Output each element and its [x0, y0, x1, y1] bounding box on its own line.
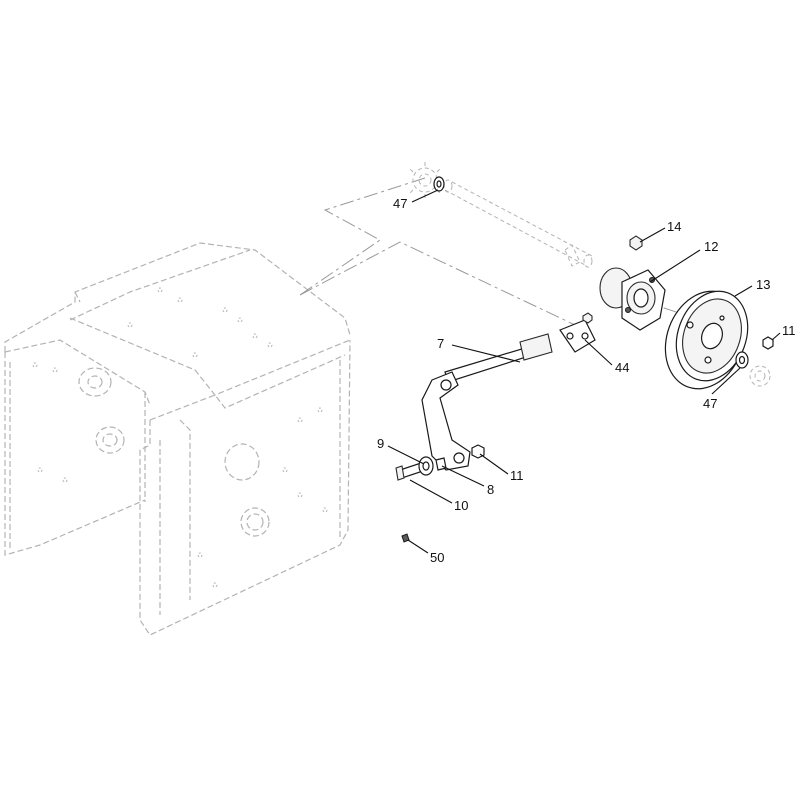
callout-8: 8: [487, 482, 494, 497]
callout-50: 50: [430, 550, 444, 565]
callout-12: 12: [704, 239, 718, 254]
callout-47-upper: 47: [393, 196, 407, 211]
idler-arm-part-7: [421, 333, 553, 471]
idler-pulley-part-9: [418, 456, 434, 476]
washer-part-47-lower: [735, 351, 749, 369]
callout-44: 44: [615, 360, 629, 375]
pulley-part-13: [664, 290, 749, 390]
fitting-part-50: [401, 533, 410, 543]
callout-9: 9: [377, 436, 384, 451]
bracket-part-44: [559, 312, 596, 353]
callout-11-lower: 11: [510, 468, 524, 483]
callout-13: 13: [756, 277, 770, 292]
washer-part-47-upper: [433, 176, 445, 192]
callout-47-lower: 47: [703, 396, 717, 411]
flange-bearing-part-12: [599, 267, 666, 331]
callout-14: 14: [667, 219, 681, 234]
nut-part-11-right: [762, 336, 774, 350]
callout-10: 10: [454, 498, 468, 513]
callout-11-right: 11: [782, 323, 796, 338]
callout-7: 7: [437, 336, 444, 351]
phantom-sprocket-lower: [749, 365, 771, 387]
leader-lines: [387, 189, 781, 554]
phantom-shaft: [443, 179, 593, 268]
phantom-gearbox-housing: [4, 242, 351, 636]
bolt-part-14: [629, 235, 643, 251]
spacer-part-8: [435, 457, 447, 471]
callout-labels: 47 14 12 13 11 47 7 44 9 11 8 10 50: [377, 196, 796, 565]
